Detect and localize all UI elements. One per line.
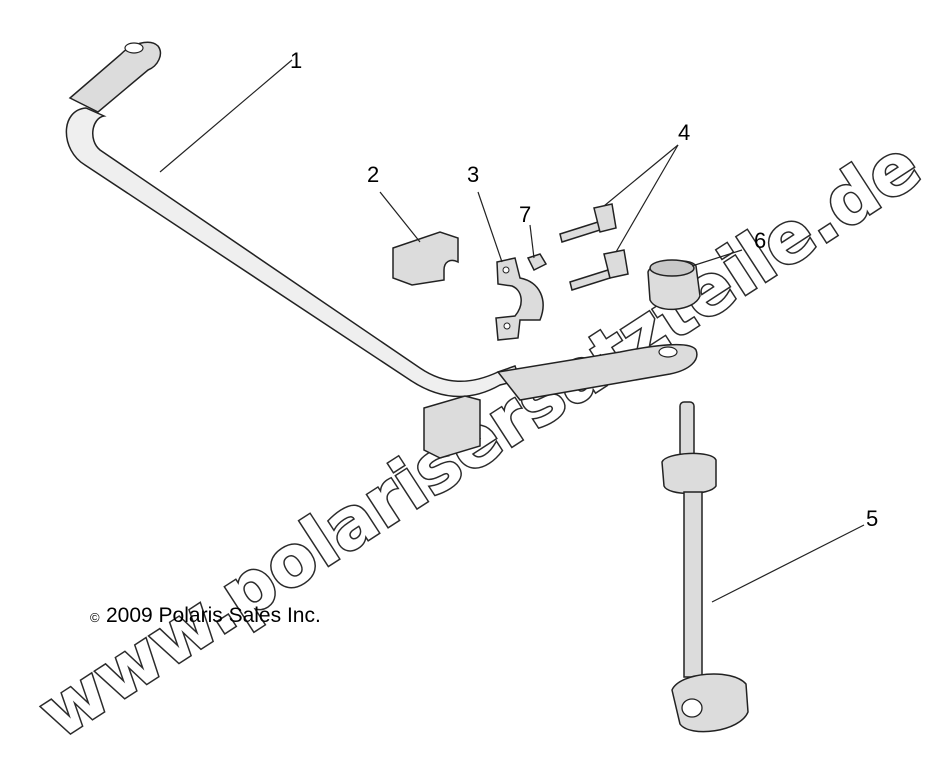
copyright: © 2009 Polaris Sales Inc.: [90, 604, 321, 627]
bushing-lower: [423, 395, 481, 459]
grease-fitting: [526, 253, 548, 272]
copyright-symbol: ©: [90, 610, 100, 625]
callout-2: 2: [367, 162, 379, 187]
callout-4: 4: [678, 120, 690, 145]
callout-5: 5: [866, 506, 878, 531]
copyright-text: 2009 Polaris Sales Inc.: [106, 604, 321, 627]
end-link: [661, 401, 749, 733]
callout-7: 7: [519, 202, 531, 227]
callout-1: 1: [290, 48, 302, 73]
stabilizer-bar: [65, 41, 698, 401]
bolt-upper: [559, 203, 617, 243]
callout-6: 6: [754, 228, 766, 253]
bolt-lower: [569, 249, 629, 291]
bracket: [495, 257, 544, 341]
mount-bushing: [647, 259, 701, 311]
callouts: 1 2 3 4 5 6 7: [290, 48, 878, 531]
leader-lines: [159, 59, 865, 603]
callout-3: 3: [467, 162, 479, 187]
bushing-upper: [392, 231, 459, 286]
